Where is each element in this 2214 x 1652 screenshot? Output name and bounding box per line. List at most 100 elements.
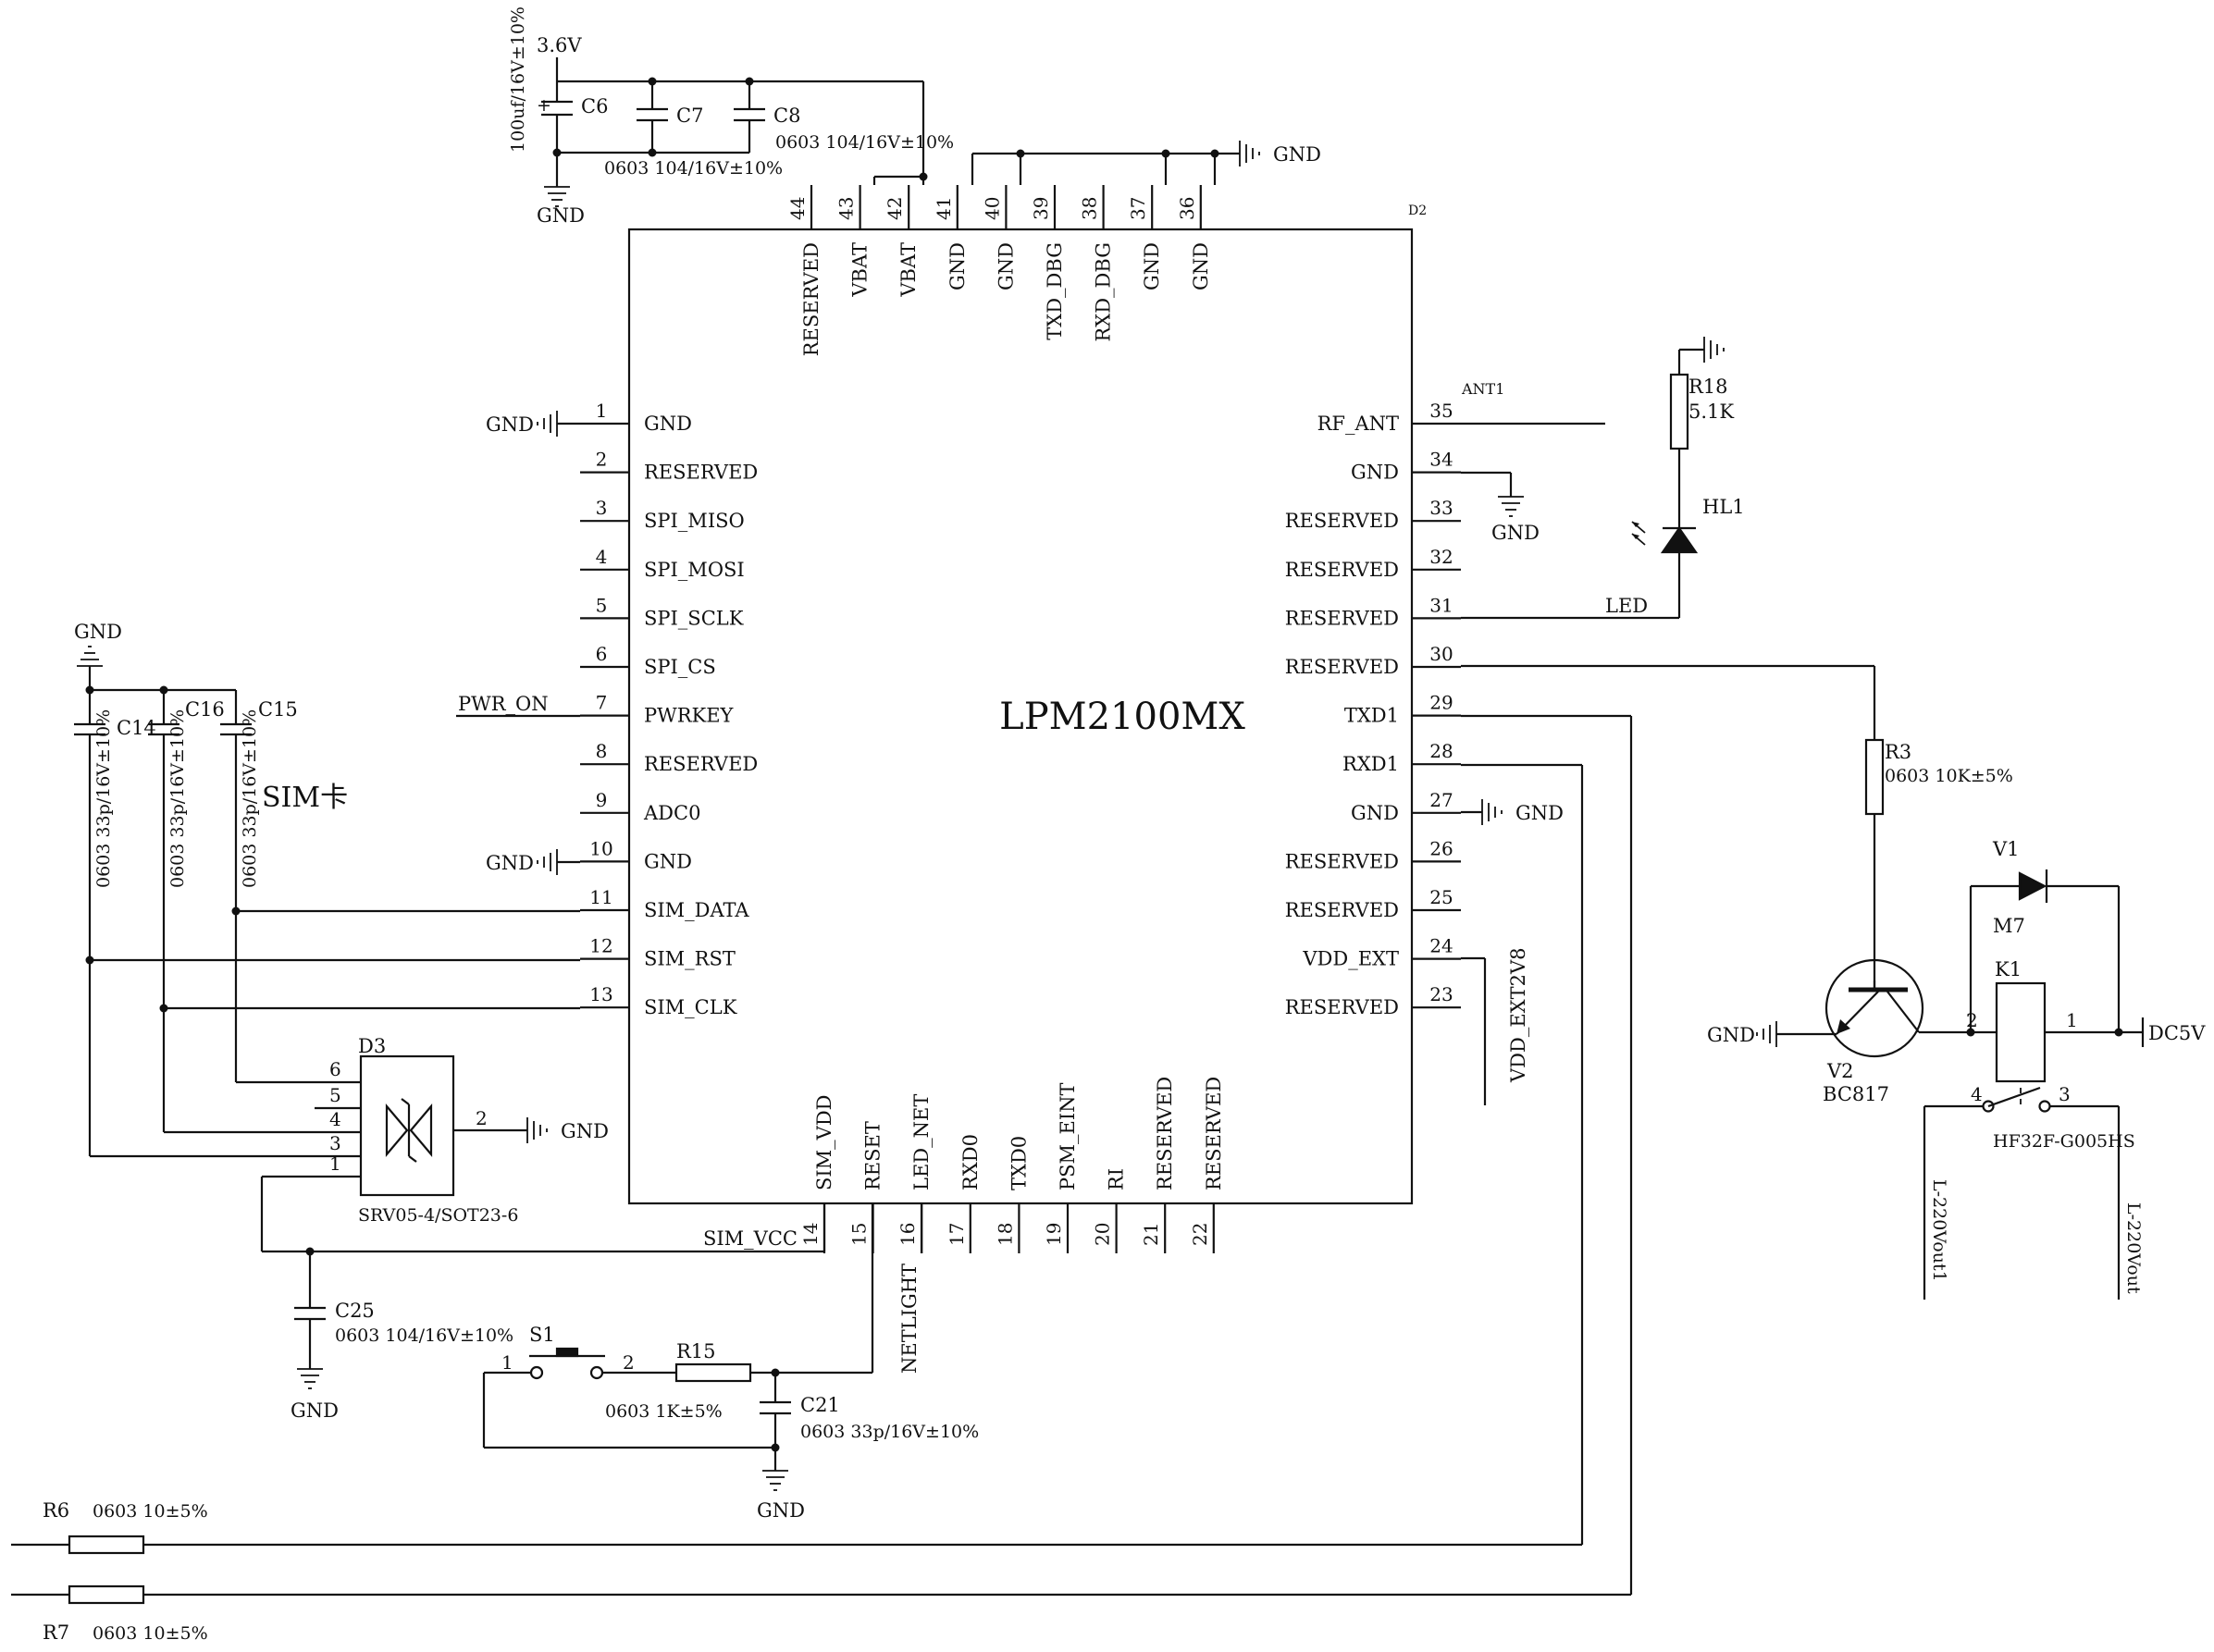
ic-pin-name: PSM_EINT bbox=[1057, 1082, 1079, 1190]
ic-pin-number: 31 bbox=[1429, 594, 1453, 616]
ic-pin-number: 9 bbox=[596, 789, 608, 811]
gnd-label-c6: GND bbox=[537, 204, 585, 227]
ic-pin-number: 37 bbox=[1127, 197, 1149, 220]
ic-pin-name: RESERVED bbox=[1285, 996, 1399, 1018]
c21-value: 0603 33p/16V±10% bbox=[800, 1422, 979, 1442]
ic-pin-number: 22 bbox=[1189, 1223, 1211, 1246]
gnd-label-v2: GND bbox=[1707, 1024, 1755, 1046]
ic-pin-number: 23 bbox=[1429, 983, 1453, 1005]
ic-pin-name: PWRKEY bbox=[644, 705, 735, 727]
d3-esd-protection: D3 SRV05-4/SOT23-6 6 5 4 3 1 2 GND SIM_V… bbox=[88, 960, 826, 1256]
c14-value: 0603 33p/16V±10% bbox=[93, 709, 114, 888]
r6-value: 0603 10±5% bbox=[93, 1501, 208, 1522]
d3-pin-3: 3 bbox=[329, 1132, 341, 1154]
ic-pin-name: TXD1 bbox=[1344, 705, 1399, 727]
ic-pin-name: ADC0 bbox=[643, 802, 700, 824]
r15-ref: R15 bbox=[676, 1340, 716, 1362]
ic-pin-name: SPI_SCLK bbox=[644, 607, 744, 629]
ic-pin-name: TXD0 bbox=[1008, 1136, 1030, 1190]
ic-pin-name: RESERVED bbox=[1285, 607, 1399, 629]
ic-pin-name: SPI_MISO bbox=[644, 510, 745, 532]
r7-value: 0603 10±5% bbox=[93, 1623, 208, 1644]
d3-pin-5: 5 bbox=[329, 1084, 341, 1106]
ic-pin-name: RESERVED bbox=[1285, 510, 1399, 532]
k1-pin-2: 2 bbox=[1966, 1009, 1978, 1031]
ic-pin-name: GND bbox=[1351, 802, 1399, 824]
c25-capacitor: GND C25 0603 104/16V±10% bbox=[291, 1251, 513, 1422]
d3-pin-4: 4 bbox=[329, 1108, 341, 1130]
ic-pin-name: RESERVED bbox=[1285, 559, 1399, 581]
ic-pin-name: GND bbox=[644, 413, 692, 435]
ic-pin-name: TXD_DBG bbox=[1044, 242, 1066, 340]
ic-pin-number: 36 bbox=[1176, 197, 1198, 220]
ic-pin-number: 13 bbox=[589, 983, 612, 1005]
ic-pin-number: 2 bbox=[596, 449, 608, 471]
ic-pin-number: 30 bbox=[1429, 643, 1453, 665]
reset-circuit: S1 1 2 R15 0603 1K±5% GND C21 0603 33p/1… bbox=[482, 1203, 979, 1522]
ic-pin-name: RXD_DBG bbox=[1093, 242, 1115, 342]
ic-pin-number: 3 bbox=[596, 497, 608, 519]
r7-ref: R7 bbox=[43, 1621, 69, 1644]
vbat-net-label: 3.6V bbox=[537, 34, 582, 56]
ic-pin-name: LED_NET bbox=[910, 1094, 933, 1190]
c25-ref: C25 bbox=[335, 1300, 375, 1322]
s1-pin-1: 1 bbox=[501, 1351, 513, 1374]
c8-value: 0603 104/16V±10% bbox=[775, 132, 954, 153]
gnd-label-pin27: GND bbox=[1515, 802, 1564, 824]
s1-pin-2: 2 bbox=[623, 1351, 635, 1374]
ic-pin-number: 33 bbox=[1429, 497, 1453, 519]
s1-ref: S1 bbox=[529, 1324, 555, 1346]
l-out-label: L-220Vout bbox=[2123, 1202, 2144, 1294]
ic-pin-name: RESERVED bbox=[800, 242, 823, 356]
v1-ref: V1 bbox=[1992, 838, 2020, 860]
k1-pin-3: 3 bbox=[2059, 1083, 2071, 1105]
ic-pin-number: 12 bbox=[589, 935, 612, 957]
ic-pin-number: 32 bbox=[1429, 546, 1453, 568]
ic-pin-number: 16 bbox=[897, 1223, 919, 1246]
d3-value: SRV05-4/SOT23-6 bbox=[358, 1205, 518, 1226]
ic-pin-number: 17 bbox=[946, 1223, 968, 1246]
ic-pin-number: 28 bbox=[1429, 740, 1453, 762]
r15-value: 0603 1K±5% bbox=[605, 1401, 723, 1422]
ic-pin-name: SPI_MOSI bbox=[644, 559, 745, 581]
v1-value: M7 bbox=[1993, 915, 2025, 937]
hl1-ref: HL1 bbox=[1702, 496, 1745, 518]
ic-pin-number: 18 bbox=[994, 1223, 1016, 1246]
ic-pin-name: RI bbox=[1106, 1168, 1128, 1190]
ic-pin-number: 27 bbox=[1429, 789, 1453, 811]
c7-ref: C7 bbox=[676, 105, 703, 127]
ic-pin-name: GND bbox=[1351, 462, 1399, 484]
c8-ref: C8 bbox=[773, 105, 800, 127]
ic-pin-name: VBAT bbox=[849, 242, 872, 298]
ic-pin-name: RESERVED bbox=[644, 753, 758, 775]
ic-pin-number: 19 bbox=[1043, 1223, 1065, 1246]
ic-pin-number: 38 bbox=[1079, 197, 1101, 220]
c15-ref: C15 bbox=[258, 698, 298, 721]
ic-pin-name: GND bbox=[644, 850, 692, 872]
v2-value: BC817 bbox=[1823, 1083, 1889, 1105]
gnd-label-c21: GND bbox=[757, 1499, 805, 1522]
ic-pin-name: RESERVED bbox=[644, 462, 758, 484]
ic-pin-number: 24 bbox=[1429, 935, 1453, 957]
ic-pins: 1GND2RESERVED3SPI_MISO4SPI_MOSI5SPI_SCLK… bbox=[580, 185, 1461, 1253]
ic-pin-number: 4 bbox=[596, 546, 608, 568]
ic-pin-name: RXD1 bbox=[1342, 753, 1399, 775]
r18-ref: R18 bbox=[1688, 376, 1728, 398]
d3-pin-6: 6 bbox=[329, 1058, 341, 1080]
ic-pin-name: VDD_EXT bbox=[1302, 948, 1399, 970]
ic-pin-name: SIM_DATA bbox=[644, 899, 749, 921]
gnd-label-d3: GND bbox=[561, 1120, 609, 1142]
ic-pin-name: SIM_CLK bbox=[644, 996, 737, 1018]
ic-pin-number: 8 bbox=[596, 740, 608, 762]
ic-pin-name: VBAT bbox=[897, 242, 920, 298]
c14-ref: C14 bbox=[117, 717, 156, 739]
ic-pin-name: GND bbox=[1190, 242, 1212, 290]
gnd-label-c25: GND bbox=[291, 1399, 339, 1422]
ic-pin-number: 21 bbox=[1140, 1223, 1162, 1246]
ic-pin-number: 14 bbox=[799, 1223, 822, 1246]
relay-driver: GND V2 BC817 V1 M7 K1 2 1 DC5V 4 3 HF32F… bbox=[1707, 838, 2206, 1300]
c7-value: 0603 104/16V±10% bbox=[604, 158, 783, 179]
d3-ref: D3 bbox=[358, 1035, 386, 1057]
vdd-ext-label: VDD_EXT2V8 bbox=[1507, 947, 1529, 1083]
c25-value: 0603 104/16V±10% bbox=[335, 1325, 513, 1346]
